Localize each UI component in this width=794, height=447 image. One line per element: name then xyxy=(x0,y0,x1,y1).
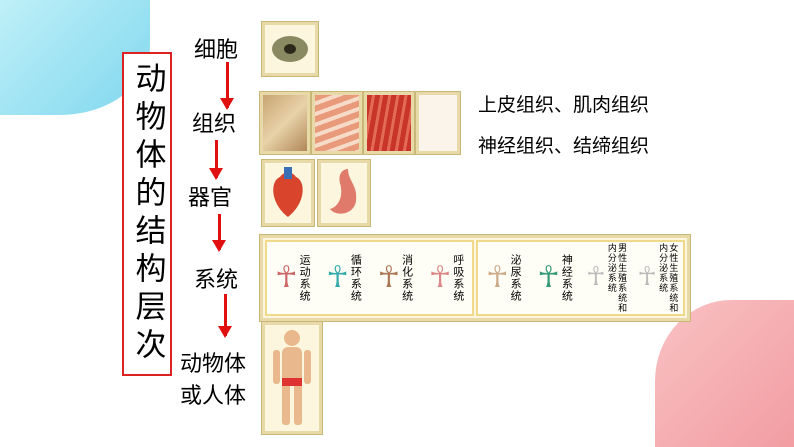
tissue-types-line1: 上皮组织、肌肉组织 xyxy=(478,94,650,116)
system-item: ☥泌尿系统 xyxy=(486,254,523,302)
connective-tissue-image xyxy=(311,91,363,155)
epithelial-tissue-image xyxy=(259,91,311,155)
system-label: 男性生殖系统和内分泌系统 xyxy=(605,243,627,313)
muscle-tissue-image xyxy=(363,91,415,155)
down-arrow-icon xyxy=(220,62,234,110)
title-box: 动物体的结构层次 xyxy=(122,52,172,376)
down-arrow-icon xyxy=(209,140,223,180)
down-arrow-icon xyxy=(212,214,226,252)
stomach-image xyxy=(317,159,371,227)
level-body-label-2: 或人体 xyxy=(180,384,247,409)
decorative-pink-blob xyxy=(655,300,794,447)
vertical-title: 动物体的结构层次 xyxy=(129,62,166,366)
system-item: ☥消化系统 xyxy=(377,254,414,302)
down-arrow-icon xyxy=(218,294,232,338)
system-item: ☥呼吸系统 xyxy=(428,254,465,302)
system-item: ☥女性生殖系统和内分泌系统 xyxy=(637,243,678,313)
nerve-tissue-image xyxy=(415,91,461,155)
system-label: 神经系统 xyxy=(560,254,574,302)
human-body-image xyxy=(261,321,323,435)
system-label: 泌尿系统 xyxy=(509,254,523,302)
systems-group-2: ☥泌尿系统 ☥神经系统 ☥男性生殖系统和内分泌系统 ☥女性生殖系统和内分泌系统 xyxy=(476,240,685,316)
level-organ-label: 器官 xyxy=(188,186,233,211)
system-label: 女性生殖系统和内分泌系统 xyxy=(657,243,678,313)
system-item: ☥运动系统 xyxy=(275,254,312,302)
systems-group-1: ☥运动系统 ☥循环系统 ☥消化系统 ☥呼吸系统 xyxy=(265,240,474,316)
tissue-images xyxy=(259,91,461,155)
level-cell-label: 细胞 xyxy=(194,38,239,63)
cell-image xyxy=(261,21,319,77)
system-label: 呼吸系统 xyxy=(451,254,465,302)
tissue-types-line2: 神经组织、结缔组织 xyxy=(478,135,650,157)
system-label: 运动系统 xyxy=(298,254,312,302)
system-label: 循环系统 xyxy=(349,254,363,302)
heart-image xyxy=(261,159,315,227)
systems-image: ☥运动系统 ☥循环系统 ☥消化系统 ☥呼吸系统 ☥泌尿系统 ☥神经系统 ☥男性生… xyxy=(259,234,691,322)
system-item: ☥循环系统 xyxy=(326,254,363,302)
system-item: ☥神经系统 xyxy=(537,254,574,302)
level-tissue-label: 组织 xyxy=(192,112,237,137)
level-body-label-1: 动物体 xyxy=(180,352,247,377)
system-item: ☥男性生殖系统和内分泌系统 xyxy=(586,243,627,313)
system-label: 消化系统 xyxy=(400,254,414,302)
level-system-label: 系统 xyxy=(194,268,239,293)
